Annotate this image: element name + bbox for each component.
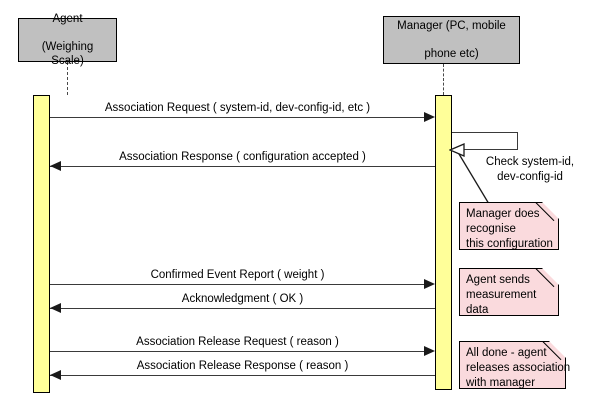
arrow-head-association-release-request: [424, 346, 435, 356]
participant-agent[interactable]: Agent (Weighing Scale): [18, 13, 117, 67]
note-fold-icon: [542, 268, 559, 285]
note-all-done-release[interactable]: All done - agent releases association wi…: [459, 341, 571, 391]
arrow-head-acknowledgment: [50, 303, 61, 313]
arrow-head-self-message: [449, 143, 465, 157]
activation-bar-agent[interactable]: [33, 95, 50, 393]
note-fold-icon: [542, 202, 559, 219]
self-message-caption: Check system-id, dev-config-id: [470, 155, 590, 185]
note-text-1: Manager does recognise this configuratio…: [466, 207, 553, 252]
message-line-association-release-response: [50, 375, 435, 376]
message-line-association-release-request: [50, 351, 425, 352]
activation-bar-manager[interactable]: [435, 95, 452, 390]
lifeline-agent: [67, 62, 68, 95]
self-message-caption-line2: dev-config-id: [497, 171, 563, 183]
note-2-line-3: data: [466, 304, 489, 316]
note-1-line-1: Manager does: [466, 208, 540, 220]
arrow-head-association-release-response: [50, 370, 61, 380]
participant-agent-line2: (Weighing Scale): [41, 41, 94, 67]
arrow-head-association-request: [424, 112, 435, 122]
message-line-association-request: [50, 117, 425, 118]
message-line-confirmed-event-report: [50, 284, 425, 285]
note-1-line-2: recognise: [466, 223, 516, 235]
message-label-confirmed-event-report: Confirmed Event Report ( weight ): [150, 269, 325, 281]
message-label-association-response: Association Response ( configuration acc…: [119, 151, 366, 163]
note-text-2: Agent sends measurement data: [466, 273, 553, 318]
message-label-acknowledgment: Acknowledgment ( OK ): [181, 293, 304, 305]
note-2-line-2: measurement: [466, 289, 537, 301]
message-label-association-request: Association Request ( system-id, dev-con…: [104, 102, 371, 114]
arrow-head-confirmed-event-report: [424, 279, 435, 289]
participant-agent-line1: Agent: [52, 13, 83, 25]
message-line-association-response: [50, 166, 435, 167]
message-label-association-release-response: Association Release Response ( reason ): [136, 360, 349, 372]
note-3-line-3: with manager: [466, 377, 536, 389]
note-1-line-3: this configuration: [466, 238, 553, 250]
note-manager-recognises-config[interactable]: Manager does recognise this configuratio…: [459, 202, 559, 250]
participant-manager-line2: phone etc): [424, 48, 479, 60]
lifeline-manager: [443, 64, 444, 95]
self-message-loop-check-config: [451, 132, 518, 150]
arrow-head-association-response: [50, 161, 61, 171]
note-text-3: All done - agent releases association wi…: [466, 346, 571, 391]
note-leader-line-1: [455, 148, 490, 205]
participant-manager-line1: Manager (PC, mobile: [397, 20, 506, 32]
participant-manager-label: Manager (PC, mobile phone etc): [389, 19, 514, 61]
note-agent-sends-measurement[interactable]: Agent sends measurement data: [459, 268, 559, 316]
participant-manager[interactable]: Manager (PC, mobile phone etc): [383, 16, 520, 64]
participant-agent-label: Agent (Weighing Scale): [19, 12, 116, 68]
message-label-association-release-request: Association Release Request ( reason ): [136, 336, 339, 348]
note-3-line-1: All done - agent: [466, 347, 547, 359]
note-2-line-1: Agent sends: [466, 274, 530, 286]
message-line-acknowledgment: [50, 308, 435, 309]
note-3-line-2: releases association: [466, 362, 571, 374]
self-message-caption-line1: Check system-id,: [485, 156, 575, 168]
note-fold-icon: [549, 341, 566, 358]
